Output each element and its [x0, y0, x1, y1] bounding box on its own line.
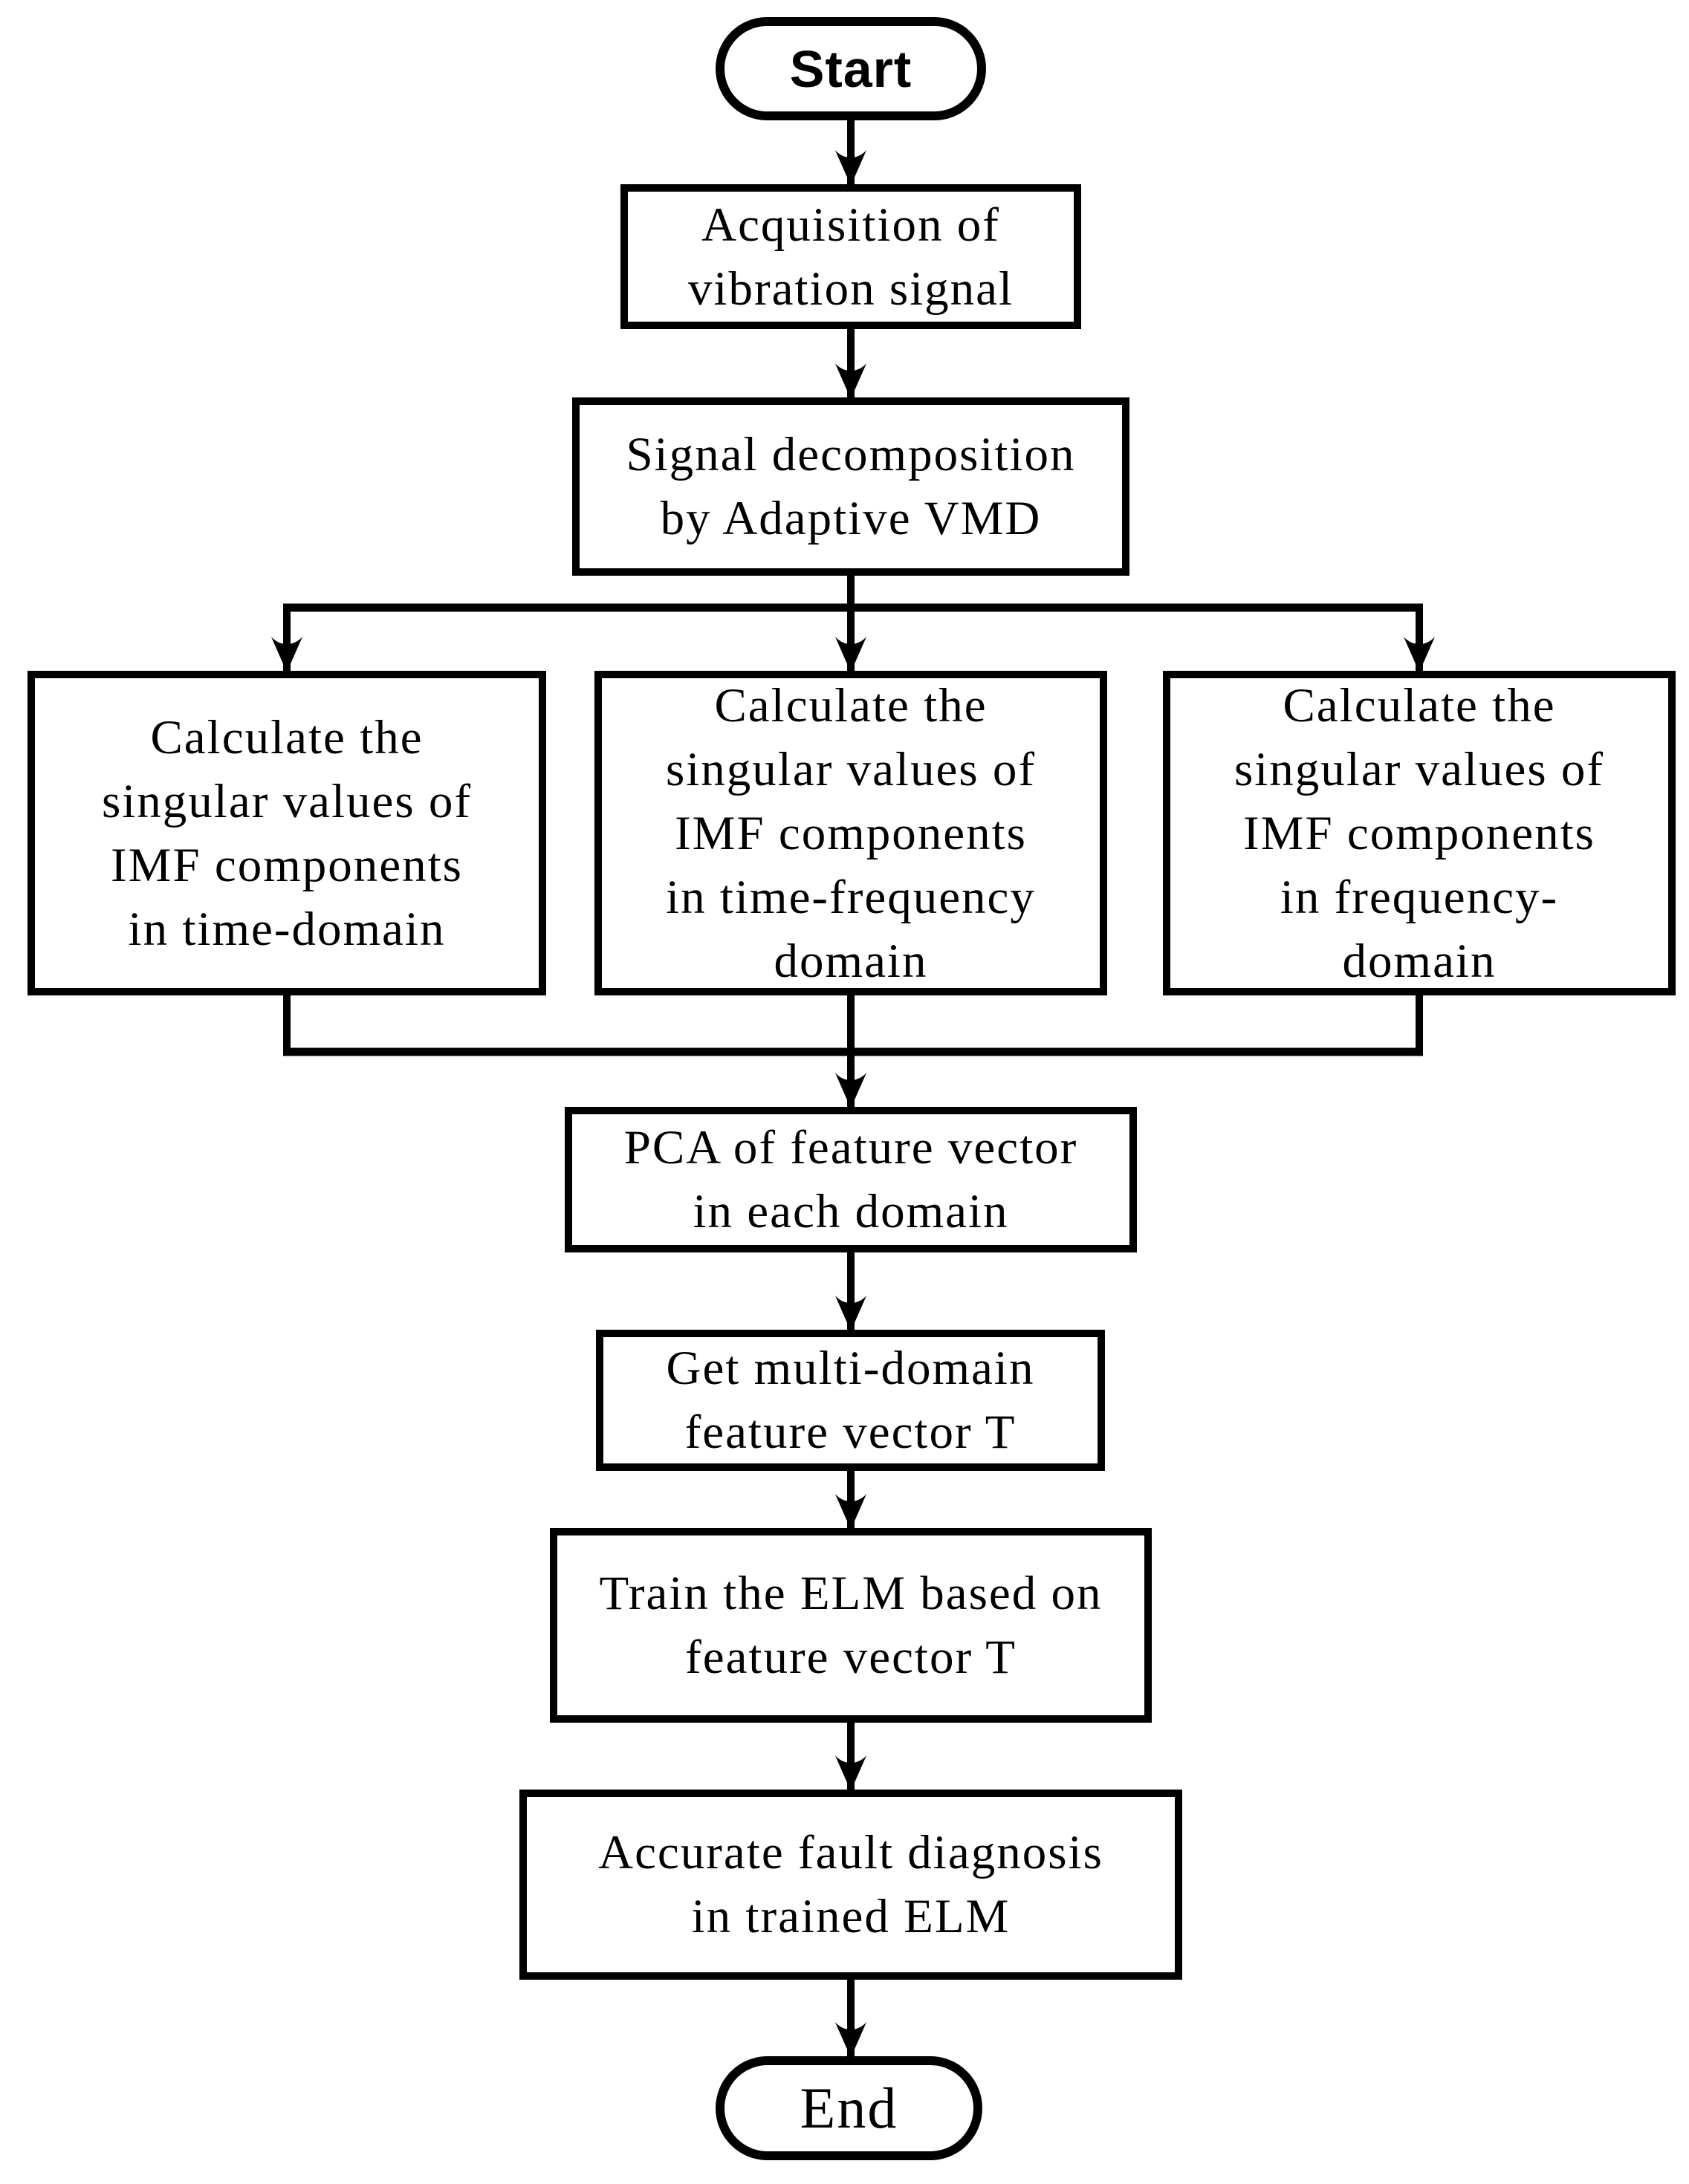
calc-time-frequency-line: Calculate the — [714, 678, 988, 732]
fault-diagnosis-line: Accurate fault diagnosis — [598, 1826, 1103, 1879]
calc-frequency-line: IMF components — [1243, 806, 1595, 860]
pca-line: in each domain — [693, 1185, 1009, 1238]
calc-frequency-line: in frequency- — [1280, 870, 1559, 924]
calc-time-frequency-line: domain — [774, 934, 928, 988]
train-elm-line: feature vector T — [685, 1631, 1017, 1684]
start-terminator: Start — [716, 17, 986, 120]
multi-domain-vector-box: Get multi-domain feature vector T — [596, 1330, 1105, 1471]
multi-domain-vector-line: feature vector T — [684, 1405, 1017, 1459]
calc-time-domain-line: singular values of — [101, 774, 473, 828]
fault-diagnosis-box: Accurate fault diagnosis in trained ELM — [519, 1790, 1182, 1980]
calc-time-frequency-line: in time-frequency — [666, 870, 1036, 924]
train-elm-line: Train the ELM based on — [599, 1567, 1103, 1620]
vmd-box: Signal decomposition by Adaptive VMD — [572, 397, 1129, 576]
calc-frequency-box: Calculate the singular values of IMF com… — [1163, 671, 1676, 995]
pca-box: PCA of feature vector in each domain — [565, 1107, 1137, 1252]
vmd-line: Signal decomposition — [626, 428, 1076, 481]
end-terminator: End — [716, 2056, 982, 2160]
fault-diagnosis-line: in trained ELM — [691, 1890, 1011, 1943]
train-elm-box: Train the ELM based on feature vector T — [550, 1528, 1152, 1723]
end-label: End — [800, 2076, 898, 2140]
acquisition-box: Acquisition of vibration signal — [620, 184, 1081, 329]
calc-time-frequency-line: singular values of — [665, 742, 1037, 796]
vmd-line: by Adaptive VMD — [660, 492, 1042, 545]
start-label: Start — [789, 39, 912, 98]
calc-time-domain-line: IMF components — [111, 838, 463, 892]
acquisition-line: Acquisition of — [701, 198, 1000, 252]
pca-line: PCA of feature vector — [623, 1121, 1078, 1174]
calc-frequency-line: singular values of — [1233, 742, 1605, 796]
calc-time-frequency-line: IMF components — [675, 806, 1027, 860]
calc-frequency-line: Calculate the — [1283, 678, 1556, 732]
acquisition-line: vibration signal — [687, 261, 1014, 316]
multi-domain-vector-line: Get multi-domain — [666, 1342, 1035, 1395]
calc-frequency-line: domain — [1342, 934, 1497, 988]
calc-time-domain-box: Calculate the singular values of IMF com… — [27, 671, 546, 995]
calc-time-domain-line: in time-domain — [128, 902, 446, 956]
calc-time-frequency-box: Calculate the singular values of IMF com… — [594, 671, 1107, 995]
calc-time-domain-line: Calculate the — [150, 710, 424, 764]
